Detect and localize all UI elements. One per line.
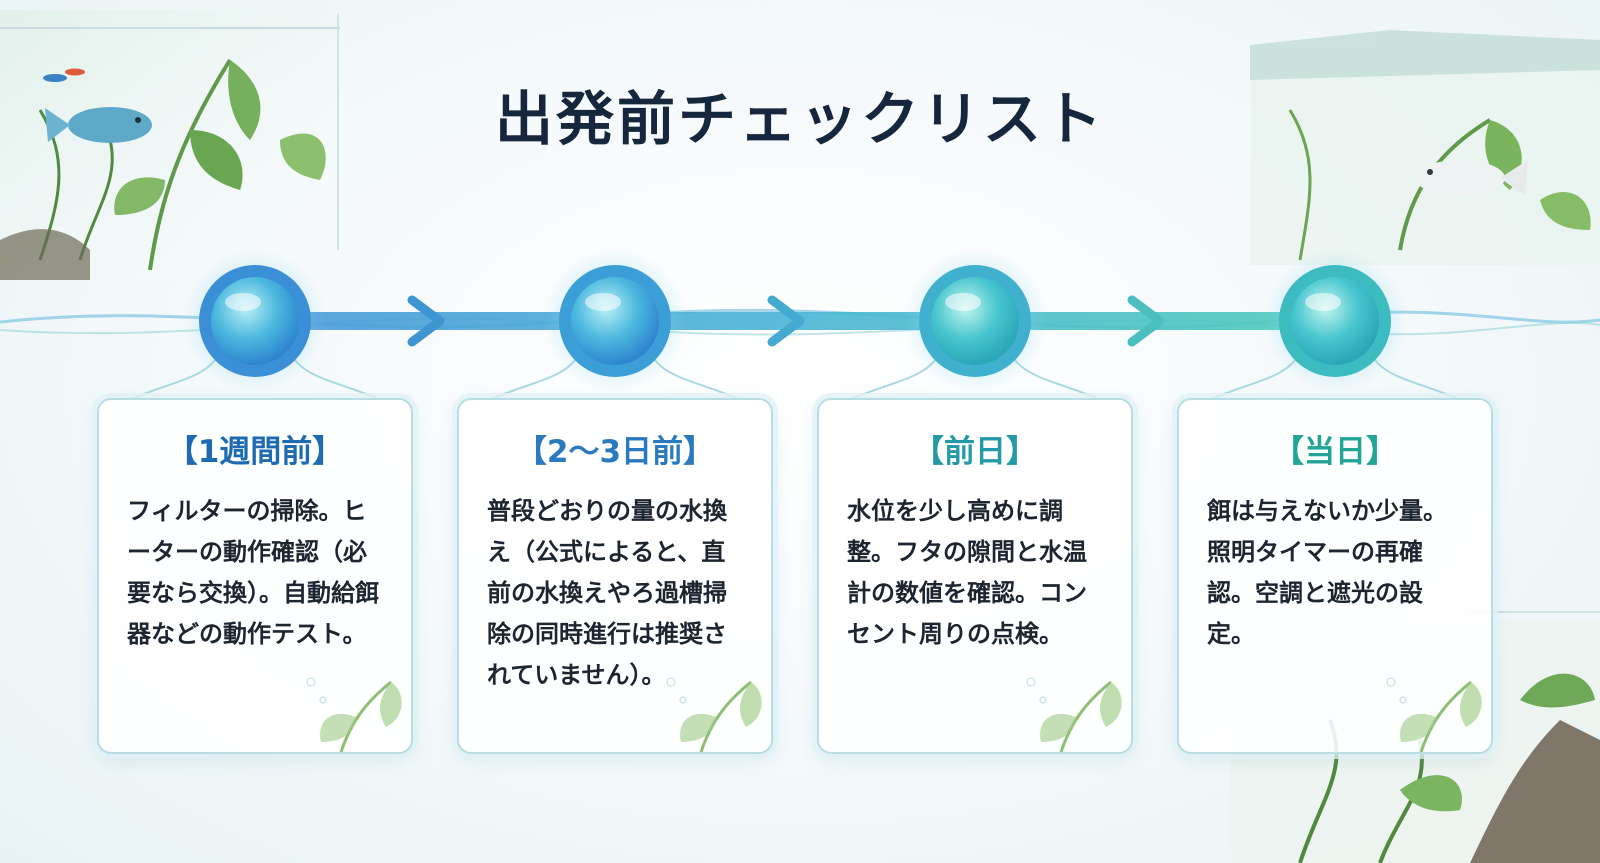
- step-text: 水位を少し高めに調整。フタの隙間と水温計の数値を確認。コンセント周りの点検。: [847, 497, 1087, 648]
- step-card-1: 【1週間前】 フィルターの掃除。ヒーターの動作確認（必要なら交換）。自動給餌器な…: [97, 398, 413, 754]
- timeline-node-3: [903, 249, 1047, 393]
- leaf-icon: [666, 677, 762, 752]
- chevron-right-icon: [1127, 295, 1165, 347]
- step-text: フィルターの掃除。ヒーターの動作確認（必要なら交換）。自動給餌器などの動作テスト…: [127, 497, 379, 648]
- step-text: 普段どおりの量の水換え（公式によると、直前の水換えやろ過槽掃除の同時進行は推奨さ…: [487, 497, 727, 689]
- timeline-node-1: [183, 249, 327, 393]
- step-label: 【1週間前】: [166, 434, 344, 470]
- timeline-node-4: [1263, 249, 1407, 393]
- fish-icon: [1415, 160, 1505, 196]
- step-label: 【2〜3日前】: [515, 434, 715, 470]
- leaf-icon: [1026, 677, 1122, 752]
- aquarium-right-illustration: [1250, 30, 1600, 265]
- step-card-2: 【2〜3日前】 普段どおりの量の水換え（公式によると、直前の水換えやろ過槽掃除の…: [457, 398, 773, 754]
- page-title: 出発前チェックリスト: [494, 85, 1105, 153]
- step-text: 餌は与えないか少量。照明タイマーの再確認。空調と遮光の設定。: [1207, 497, 1447, 648]
- aquarium-left-illustration: [0, 10, 345, 280]
- timeline-arrows: [407, 295, 1165, 347]
- step-card-3: 【前日】 水位を少し高めに調整。フタの隙間と水温計の数値を確認。コンセント周りの…: [817, 398, 1133, 754]
- timeline-node-2: [543, 249, 687, 393]
- chevron-right-icon: [767, 295, 805, 347]
- leaf-icon: [306, 677, 402, 752]
- fish-icon: [68, 107, 152, 143]
- step-label: 【前日】: [913, 434, 1037, 470]
- leaf-icon: [1386, 677, 1482, 752]
- chevron-right-icon: [407, 295, 445, 347]
- step-card-4: 【当日】 餌は与えないか少量。照明タイマーの再確認。空調と遮光の設定。: [1177, 398, 1493, 754]
- step-label: 【当日】: [1273, 434, 1397, 470]
- node-connectors: [129, 359, 1461, 401]
